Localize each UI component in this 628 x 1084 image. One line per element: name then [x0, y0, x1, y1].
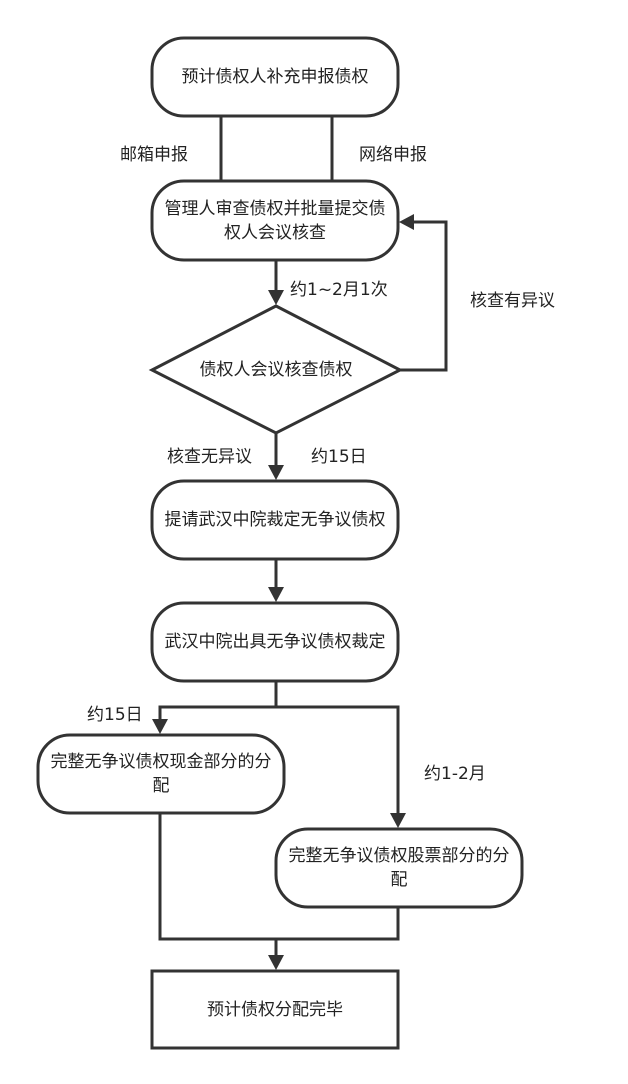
submit-node-label: 提请武汉中院裁定无争议债权	[164, 510, 386, 530]
meeting-decision-label: 债权人会议核查债权	[199, 360, 353, 380]
mail-edge-label: 邮箱申报	[120, 145, 188, 165]
end-node	[150, 969, 400, 1050]
ruling-node-label: 武汉中院出具无争议债权裁定	[164, 632, 386, 652]
branches-merge-connector	[158, 813, 400, 941]
no-objection-edge-label: 核查无异议	[167, 447, 252, 467]
months-edge-label: 约1-2月	[424, 764, 486, 784]
review-to-meeting-arrowhead	[268, 290, 284, 305]
review-node-label: 管理人审查债权并批量提交债权人会议核查	[164, 198, 386, 243]
objection-loop-arrowhead	[399, 214, 414, 230]
fifteen-days-edge-label-1: 约15日	[311, 447, 367, 467]
ruling-to-cash-connector	[158, 681, 278, 721]
end-node-label: 预计债权分配完毕	[207, 999, 343, 1020]
submit-to-ruling-arrowhead	[268, 587, 284, 602]
merge-to-end-arrowhead	[268, 955, 284, 970]
online-edge-label: 网络申报	[359, 145, 427, 165]
frequency-edge-label: 约1~2月1次	[290, 280, 388, 300]
start-node	[150, 36, 400, 118]
stock-node-label: 完整无争议债权股票部分的分配	[288, 846, 510, 890]
start-node-label: 预计债权人补充申报债权	[181, 67, 369, 87]
ruling-to-cash-arrowhead	[152, 719, 168, 734]
objection-edge-label: 核查有异议	[470, 291, 555, 311]
ruling-to-stock-arrowhead	[390, 813, 406, 828]
meeting-to-submit-arrowhead	[268, 465, 284, 480]
objection-loop-connector	[400, 220, 448, 372]
cash-node-label: 完整无争议债权现金部分的分配	[50, 752, 272, 796]
fifteen-days-edge-label-2: 约15日	[87, 705, 143, 725]
ruling-to-stock-connector	[276, 705, 400, 815]
